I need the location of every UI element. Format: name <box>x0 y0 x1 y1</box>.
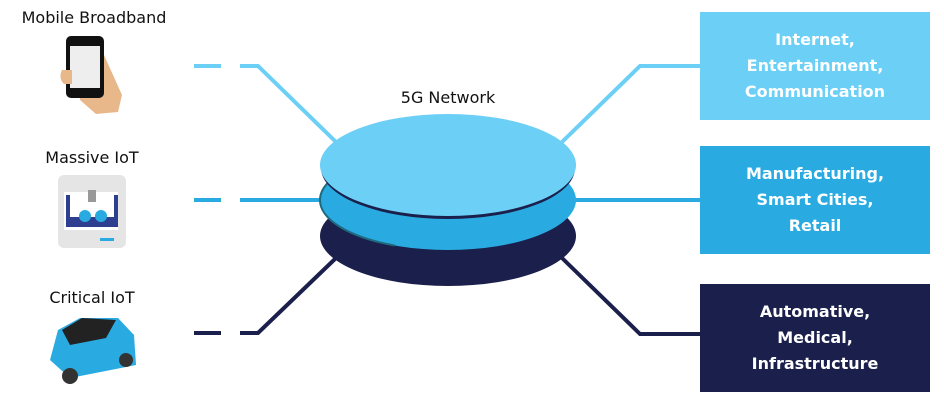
factory-machine-icon <box>58 175 126 248</box>
network-title: 5G Network <box>400 88 496 107</box>
use-case-line: Automative, <box>759 302 871 321</box>
use-case-line: Smart Cities, <box>756 190 874 209</box>
network-stack-icon <box>319 114 577 286</box>
use-case-line: Retail <box>788 216 842 235</box>
category-label-massive-iot: Massive IoT <box>45 148 139 167</box>
use-case-box-mobile-broadband: Internet, Entertainment, Communication <box>700 12 930 120</box>
use-case-box-critical-iot: Automative, Medical, Infrastructure <box>700 284 930 392</box>
use-case-line: Medical, <box>777 328 853 347</box>
category-label-critical-iot: Critical IoT <box>49 288 135 307</box>
smartphone-in-hand-icon <box>60 36 122 114</box>
connector-mobile-broadband <box>194 64 700 144</box>
use-case-box-massive-iot: Manufacturing, Smart Cities, Retail <box>700 146 930 254</box>
use-case-line: Internet, <box>775 30 855 49</box>
car-icon <box>50 318 136 384</box>
use-case-line: Entertainment, <box>746 56 884 75</box>
category-label-mobile-broadband: Mobile Broadband <box>21 8 167 27</box>
use-case-line: Manufacturing, <box>745 164 885 183</box>
use-case-line: Infrastructure <box>751 354 879 373</box>
connector-critical-iot <box>194 256 700 336</box>
use-case-line: Communication <box>744 82 886 101</box>
